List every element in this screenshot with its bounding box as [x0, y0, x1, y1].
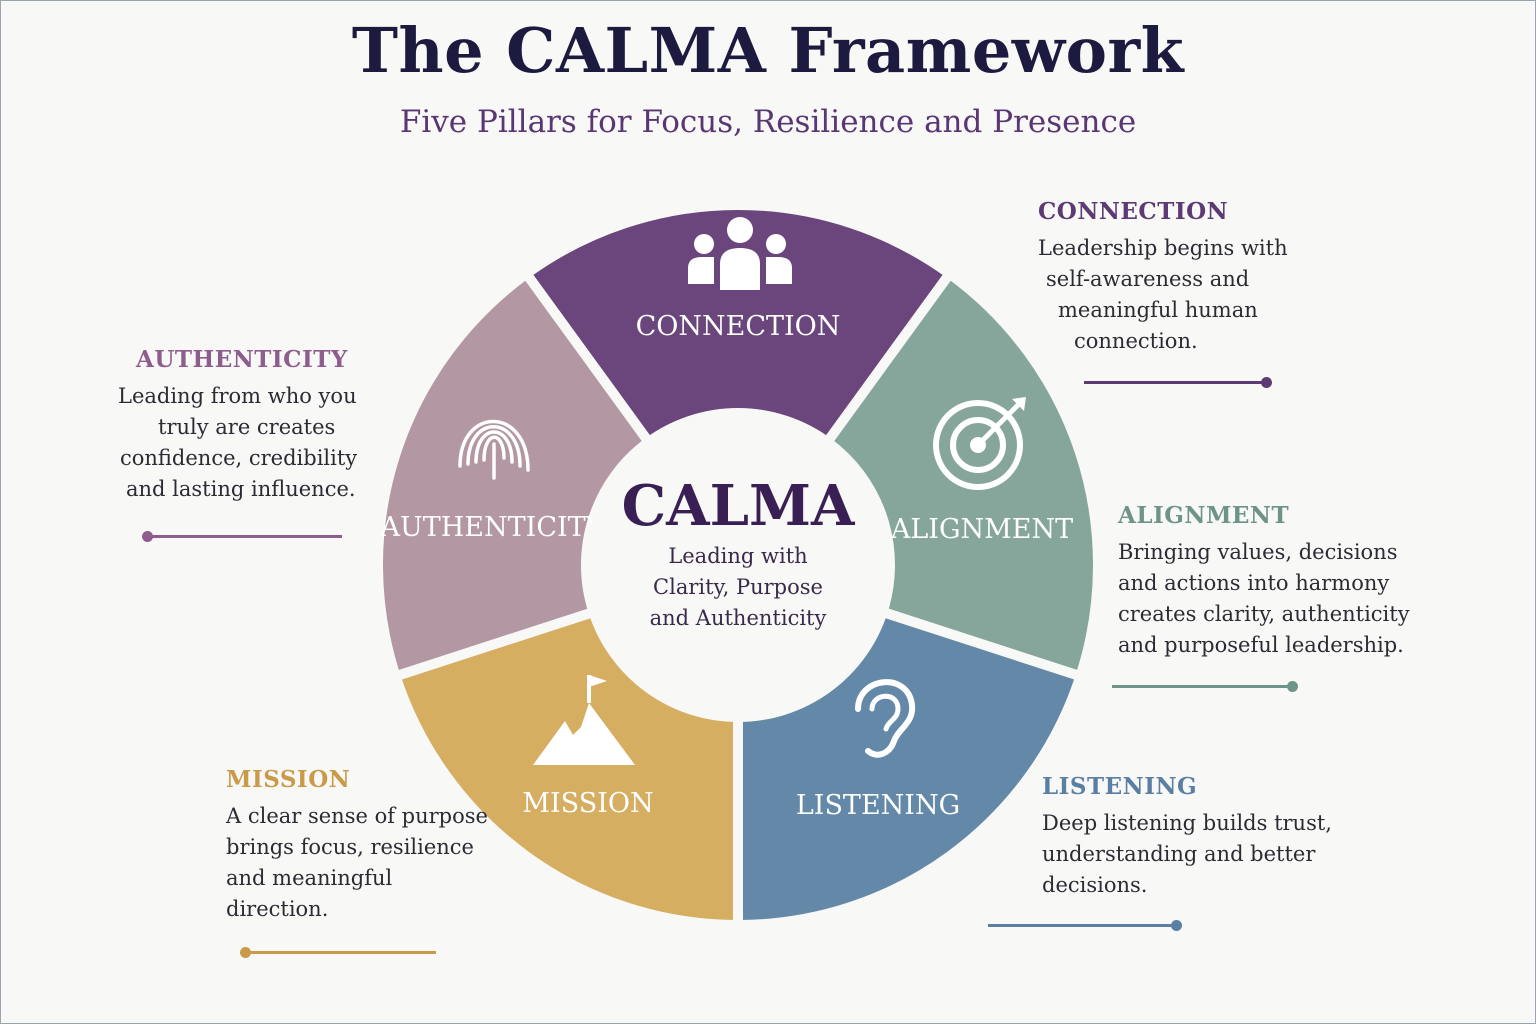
hub-circle: [586, 413, 890, 717]
connection-desc-line-3: meaningful human: [1058, 298, 1258, 322]
mission-desc-line-3: and meaningful: [226, 866, 393, 890]
authenticity-desc-line-4: and lasting influence.: [126, 477, 356, 501]
hub-line-3: and Authenticity: [650, 606, 827, 630]
connection-connector-dot: [1261, 377, 1272, 388]
alignment-connector: [1112, 681, 1298, 692]
alignment-segment: [822, 268, 1103, 682]
listening-connector: [988, 920, 1182, 931]
listening-desc-line-1: Deep listening builds trust,: [1042, 811, 1332, 835]
alignment-heading: ALIGNMENT: [1118, 502, 1290, 529]
alignment-desc-line-1: Bringing values, decisions: [1118, 540, 1398, 564]
alignment-connector-dot: [1287, 681, 1298, 692]
mission-connector: [240, 947, 436, 958]
connection-desc-line-4: connection.: [1074, 329, 1198, 353]
mission-desc-line-1: A clear sense of purpose: [226, 804, 488, 828]
listening-desc-line-3: decisions.: [1042, 873, 1148, 897]
connection-heading: CONNECTION: [1038, 198, 1229, 225]
listening-segment-label: LISTENING: [796, 790, 960, 821]
listening-desc-line-2: understanding and better: [1042, 842, 1316, 866]
alignment-panel: ALIGNMENT Bringing values, decisions and…: [1118, 502, 1410, 661]
hub-line-2: Clarity, Purpose: [653, 575, 823, 599]
mission-connector-dot: [240, 947, 251, 958]
hub-title: CALMA: [622, 473, 856, 539]
listening-heading: LISTENING: [1042, 773, 1198, 800]
mission-desc-line-2: brings focus, resilience: [226, 835, 474, 859]
mission-segment-label: MISSION: [522, 788, 653, 819]
authenticity-heading: AUTHENTICITY: [136, 346, 348, 373]
hub-line-1: Leading with: [668, 544, 807, 568]
alignment-desc-line-3: creates clarity, authenticity: [1118, 602, 1410, 626]
authenticity-connector: [142, 531, 342, 542]
connection-desc-line-2: self-awareness and: [1046, 267, 1250, 291]
authenticity-desc-line-1: Leading from who you: [118, 384, 357, 408]
listening-segment: [733, 606, 1086, 930]
listening-panel: LISTENING Deep listening builds trust, u…: [1042, 773, 1332, 901]
alignment-desc-line-4: and purposeful leadership.: [1118, 633, 1404, 657]
mission-panel: MISSION A clear sense of purpose brings …: [226, 766, 488, 925]
mountain-flag-icon: [533, 675, 635, 765]
authenticity-segment: [373, 268, 654, 682]
people-group-icon: [688, 217, 792, 290]
target-icon: [933, 397, 1026, 490]
connection-desc-line-1: Leadership begins with: [1038, 236, 1288, 260]
page-title: The CALMA Framework: [351, 14, 1185, 87]
fingerprint-icon: [458, 419, 530, 480]
authenticity-connector-dot: [142, 531, 153, 542]
connection-segment: [521, 200, 955, 448]
connection-connector: [1084, 377, 1272, 388]
page-subtitle: Five Pillars for Focus, Resilience and P…: [399, 104, 1137, 140]
mission-segment: [390, 606, 743, 930]
connection-panel: CONNECTION Leadership begins with self-a…: [1038, 198, 1288, 357]
authenticity-desc-line-2: truly are creates: [158, 415, 336, 439]
listening-connector-dot: [1171, 920, 1182, 931]
authenticity-desc-line-3: confidence, credibility: [120, 446, 358, 470]
mission-desc-line-4: direction.: [226, 897, 329, 921]
connection-segment-label: CONNECTION: [636, 311, 841, 342]
mission-heading: MISSION: [226, 766, 351, 793]
authenticity-segment-label: AUTHENTICITY: [380, 512, 605, 543]
authenticity-panel: AUTHENTICITY Leading from who you truly …: [118, 346, 357, 505]
ear-icon: [855, 679, 916, 758]
alignment-desc-line-2: and actions into harmony: [1118, 571, 1390, 595]
alignment-segment-label: ALIGNMENT: [890, 514, 1073, 545]
